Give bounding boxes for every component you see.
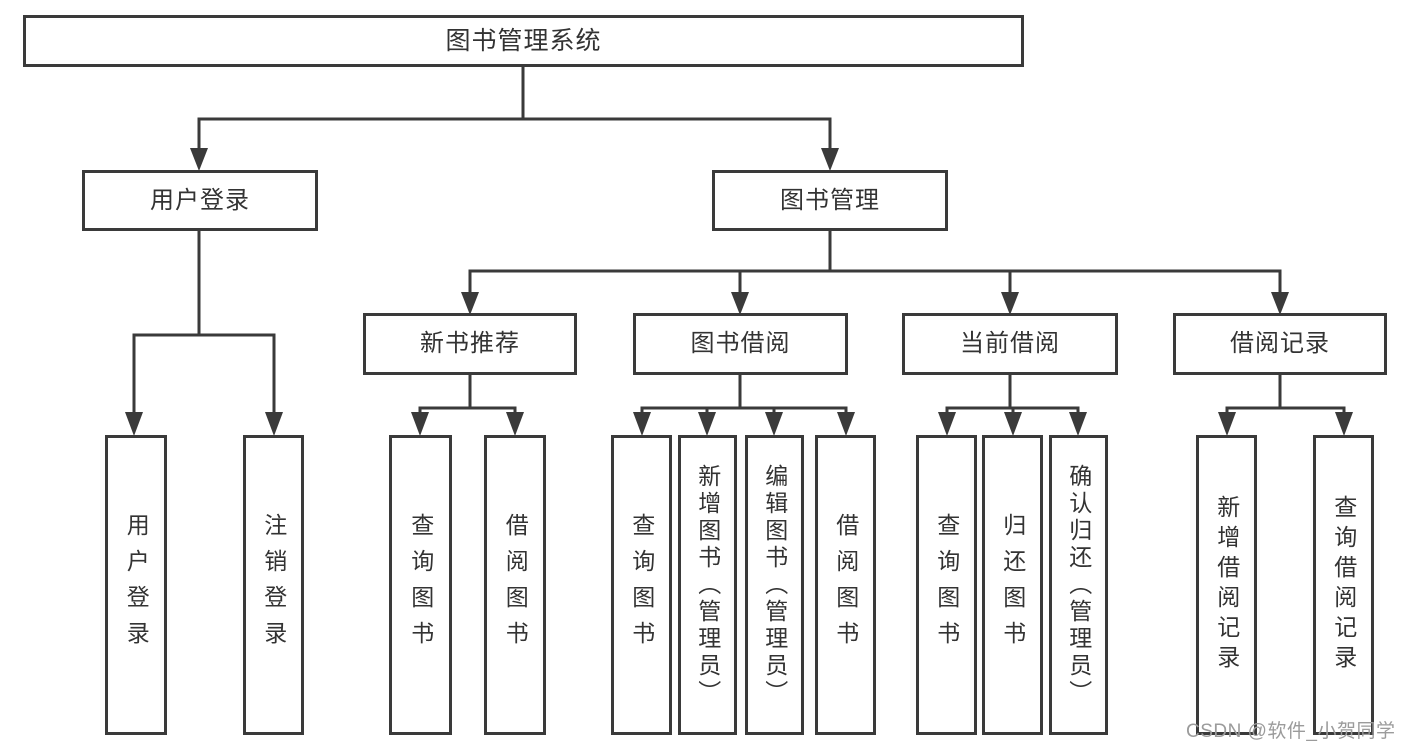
node-new-book-recommendation: 新书推荐 <box>363 313 577 375</box>
leaf-user-login: 用户登录 <box>105 435 167 735</box>
edge-root-to-level2 <box>190 67 839 171</box>
edge-book-management-to-level3 <box>461 231 1289 315</box>
leaf-add-books-admin: 新增图书（管理员） <box>678 435 737 735</box>
leaf-query-books-borrowing: 查询图书 <box>611 435 672 735</box>
node-library-management-system: 图书管理系统 <box>23 15 1024 67</box>
leaf-add-borrow-record: 新增借阅记录 <box>1196 435 1257 735</box>
node-book-borrowing: 图书借阅 <box>633 313 848 375</box>
leaf-query-books-recommend: 查询图书 <box>389 435 452 735</box>
node-current-borrowing: 当前借阅 <box>902 313 1118 375</box>
edge-current-borrowing-to-leaves <box>938 373 1087 436</box>
leaf-return-books: 归还图书 <box>982 435 1043 735</box>
leaf-borrow-books-recommend: 借阅图书 <box>484 435 546 735</box>
leaf-confirm-return-admin: 确认归还（管理员） <box>1049 435 1108 735</box>
edge-user-login-to-leaves <box>125 231 283 436</box>
node-borrowing-records: 借阅记录 <box>1173 313 1387 375</box>
leaf-borrow-books-borrowing: 借阅图书 <box>815 435 876 735</box>
leaf-query-books-current: 查询图书 <box>916 435 977 735</box>
node-user-login: 用户登录 <box>82 170 318 231</box>
edge-recommendation-to-leaves <box>411 373 524 436</box>
node-book-management: 图书管理 <box>712 170 948 231</box>
csdn-watermark: CSDN @软件_小贺同学 <box>1186 721 1396 742</box>
leaf-query-borrow-record: 查询借阅记录 <box>1313 435 1374 735</box>
leaf-logout: 注销登录 <box>243 435 304 735</box>
leaf-edit-books-admin: 编辑图书（管理员） <box>745 435 804 735</box>
edge-borrowing-records-to-leaves <box>1218 373 1353 436</box>
edge-book-borrowing-to-leaves <box>633 373 855 436</box>
